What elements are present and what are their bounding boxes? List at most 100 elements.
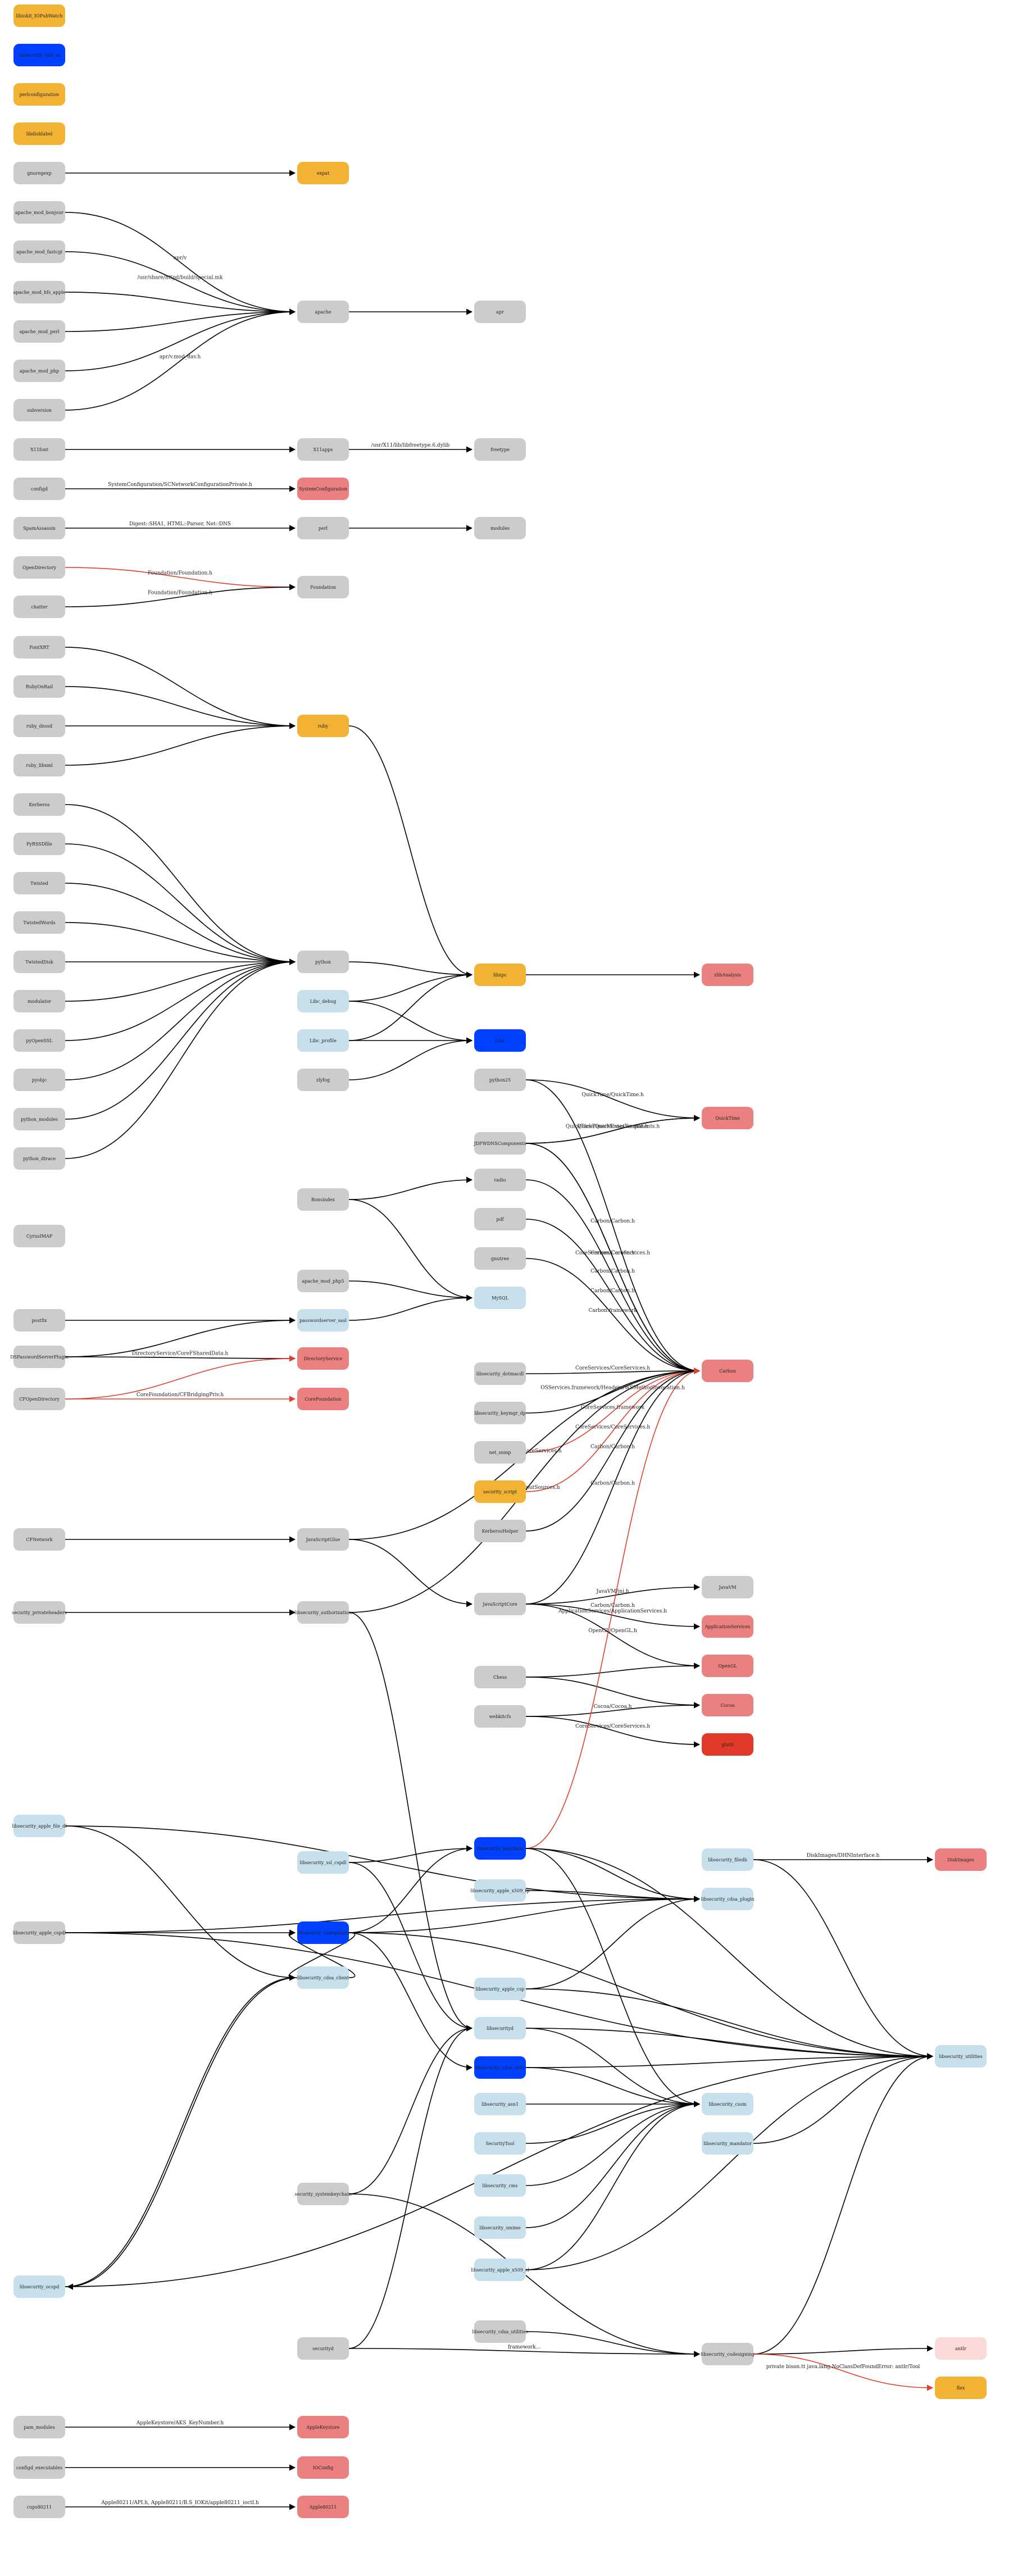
node-box (13, 1069, 65, 1091)
edge-n107-n108 (753, 2345, 934, 2355)
graph-node: perlconfiguration (13, 83, 65, 106)
graph-node: net_snmp (474, 1441, 526, 1464)
node-box (474, 301, 526, 323)
edge-n53-n60 (525, 1219, 701, 1374)
node-box (13, 201, 65, 224)
node-box (474, 2056, 526, 2079)
node-label: Twisted (30, 881, 48, 886)
edge-n55-n60 (525, 1258, 701, 1374)
node-box (13, 122, 65, 145)
edge-n47-n48 (525, 1079, 701, 1121)
edge-label: Foundation/Foundation.h (148, 590, 212, 596)
edge-label: DiskImages/DHNInterface.h (807, 1853, 880, 1859)
node-box (13, 596, 65, 618)
node-box (474, 517, 526, 539)
node-label: MySQL (492, 1296, 509, 1301)
edge-label: Carbon/Carbon.h (590, 1603, 635, 1609)
edge-n104-n91 (65, 1974, 296, 2287)
graph-node: python_dtrace (13, 1147, 65, 1170)
node-box (13, 162, 65, 184)
node-label: libsecurity_bsd_ui (19, 53, 60, 58)
node-label: libsecurity_asn1 (481, 2102, 519, 2107)
graph-node: zlyfog (297, 1069, 349, 1091)
node-label: subversion (27, 408, 52, 413)
edge-label: CoreFoundation/CFBridgingPriv.h (137, 1392, 224, 1398)
graph-node: libsecurity_utilities (935, 2045, 987, 2068)
node-box (297, 2337, 349, 2360)
node-label: QuickTime (715, 1116, 740, 1121)
edge-label: /usr/share/httpd/build/special.mk (138, 275, 223, 281)
edge-label: JavaVM/jni.h (596, 1589, 629, 1594)
edge-n64-n62 (65, 1355, 296, 1400)
node-box (13, 1309, 65, 1332)
edge-n51-n57 (348, 1199, 473, 1301)
node-box (474, 1169, 526, 1191)
graph-node: CoreFoundation (297, 1388, 349, 1410)
node-box (13, 1147, 65, 1170)
edge-n75-n72 (525, 1584, 701, 1605)
graph-node: chatter (13, 596, 65, 618)
node-label: libsecurity_filedb (708, 1857, 747, 1862)
graph-node: Apple80211 (297, 2496, 349, 2518)
graph-node: MySQL (474, 1287, 526, 1309)
node-box (13, 44, 65, 66)
graph-node: SystemConfiguration (297, 478, 349, 500)
node-box (13, 438, 65, 461)
edges-layer (65, 170, 934, 2510)
edge-n49-n36 (65, 958, 296, 1159)
graph-node: security_privateheaders (12, 1601, 67, 1624)
edge-n83-n93 (753, 1859, 934, 2060)
node-label: security_privateheaders (12, 1610, 67, 1615)
edge-n52-n60 (525, 1179, 701, 1374)
node-label: libsecurity_cssmplugin (297, 1930, 349, 1936)
graph-node: OpenDirectory (13, 556, 65, 579)
graph-node: libsecurity_apple_x509_cl (471, 2259, 529, 2281)
node-label: cups80211 (27, 2505, 52, 2510)
graph-node: cups80211 (13, 2496, 65, 2518)
node-box (297, 1388, 349, 1410)
node-box (13, 715, 65, 737)
node-label: pam_modules (24, 2425, 55, 2430)
edge-label: Carbon/Carbon.h (590, 1481, 635, 1487)
node-box (474, 1666, 526, 1688)
node-label: configd_executables (16, 2465, 62, 2470)
node-label: CFNetwork (26, 1537, 53, 1542)
graph-node: FontXRT (13, 636, 65, 658)
edge-n92-n88 (525, 1896, 701, 1989)
node-box (702, 1107, 753, 1129)
graph-node: libsecurity_bsd_ui (13, 44, 65, 66)
node-label: libiokit_IOPubWatch (16, 13, 63, 19)
graph-node: Foundation (297, 576, 349, 598)
node-box (297, 1069, 349, 1091)
edge-n8-n12 (65, 251, 296, 315)
edge-label: Carbon/Carbon.h (590, 1251, 635, 1256)
node-box (297, 1921, 349, 1944)
node-label: passwordserver_sasl (299, 1318, 347, 1323)
node-label: Foundation (310, 585, 336, 590)
graph-node: configd_executables (13, 2456, 65, 2479)
node-label: antlr (955, 2346, 966, 2351)
graph-node: libsecurity_cdsa_utils (474, 2056, 526, 2079)
node-box (702, 1655, 753, 1677)
edge-n86-n93 (525, 1848, 934, 2060)
node-label: apache_mod_perl (20, 329, 60, 334)
node-label: libsecurity_apple_x509_tp (470, 1888, 529, 1893)
node-label: libsecurity_cms (483, 2183, 518, 2188)
node-box (702, 1615, 753, 1638)
node-box (13, 833, 65, 855)
edge-n82-n88 (65, 1825, 701, 1902)
graph-node: DirectoryService (297, 1347, 349, 1370)
edge-n106-n107 (348, 2348, 701, 2357)
node-box (474, 1593, 526, 1615)
node-box (935, 2337, 987, 2360)
edge-n34-n36 (65, 922, 296, 965)
edge-n40-n43 (348, 1001, 473, 1044)
graph-node: libsecurity_ssl_cspdl (297, 1851, 349, 1874)
node-label: X11apps (314, 447, 333, 452)
edge-label: QuickTime/QuickTime.h (582, 1092, 643, 1098)
edge-n86-n60 (525, 1367, 701, 1849)
node-box (474, 2017, 526, 2039)
graph-node: modulator (13, 990, 65, 1012)
graph-node: JavaScriptGlue (297, 1528, 349, 1551)
edge-label: DirectoryService/CoreFSharedData.h (132, 1351, 229, 1357)
